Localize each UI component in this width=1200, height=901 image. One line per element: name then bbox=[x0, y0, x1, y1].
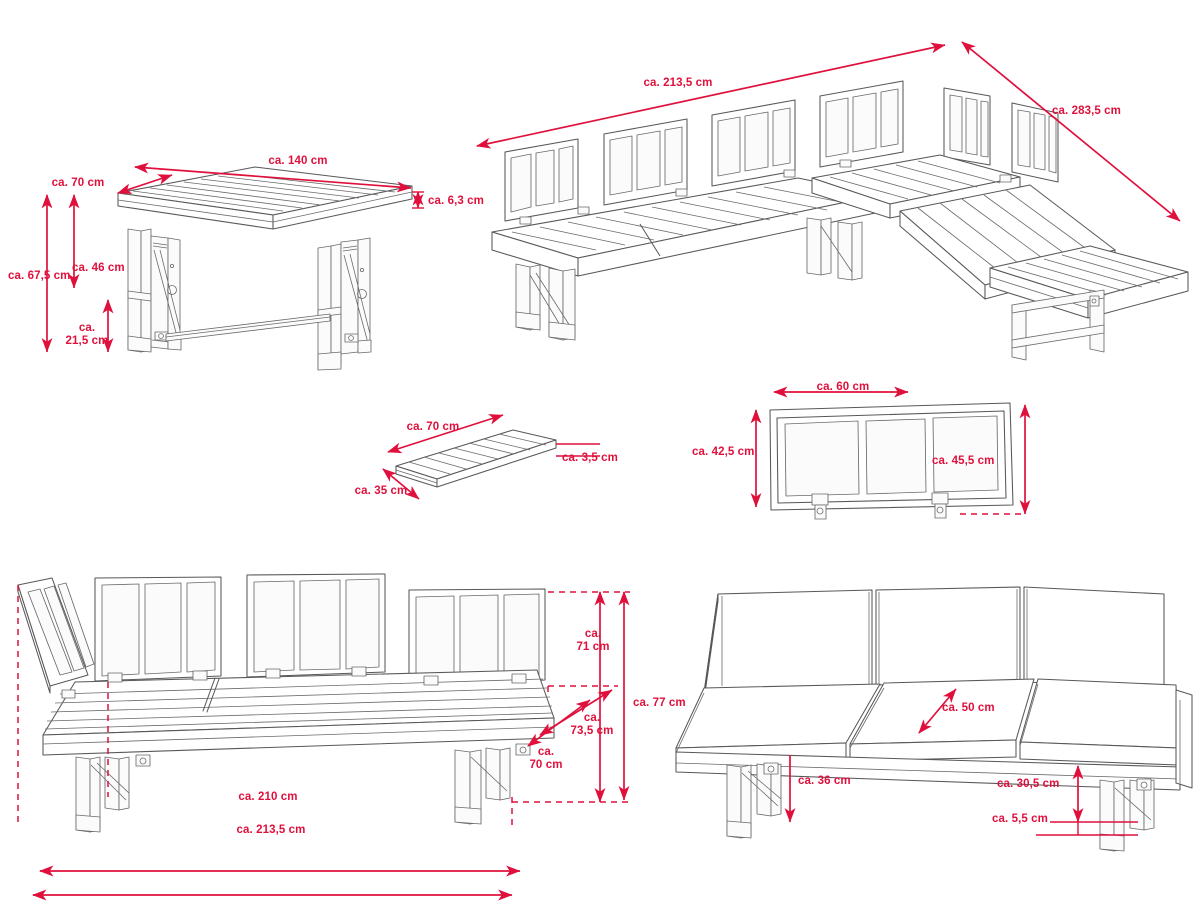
label-sofa-total-length: ca. 213,5 cm bbox=[236, 824, 306, 836]
label-table-thickness: ca. 6,3 cm bbox=[428, 195, 484, 207]
label-corner-long: ca. 213,5 cm bbox=[643, 77, 713, 89]
label-pad-length: ca. 70 cm bbox=[406, 421, 460, 433]
cushion-seats bbox=[675, 678, 1179, 767]
dimline-cushion-seat-depth bbox=[918, 688, 957, 734]
view-sofa-frame bbox=[17, 573, 630, 901]
sofa-backrest-left-tilted bbox=[17, 577, 95, 694]
label-table-lower-rail: ca. 21,5 cm bbox=[65, 322, 109, 347]
sofa-dashed-extensions bbox=[17, 585, 630, 826]
dimline-sofa-seat-depth bbox=[527, 699, 591, 747]
view-seat-pad bbox=[382, 414, 600, 500]
sofa-seat-frame bbox=[42, 666, 555, 756]
label-sofa-diag-depth: ca. 73,5 cm bbox=[570, 712, 614, 737]
table-leg-left bbox=[127, 228, 182, 353]
label-table-under-top: ca. 46 cm bbox=[72, 262, 125, 274]
table-leg-right bbox=[317, 237, 372, 371]
label-panel-height-right: ca. 45,5 cm bbox=[932, 455, 995, 467]
label-sofa-total-height: ca. 77 cm bbox=[633, 697, 686, 709]
label-pad-width: ca. 35 cm bbox=[354, 485, 408, 497]
cushion-backrests bbox=[703, 586, 1165, 701]
label-cushion-ground-clear: ca. 5,5 cm bbox=[992, 813, 1048, 825]
sofa-legs bbox=[75, 743, 531, 833]
cushioned-sofa-frame bbox=[675, 689, 1193, 791]
view-coffee-table bbox=[41, 162, 424, 371]
view-back-panel bbox=[750, 386, 1031, 520]
view-sofa-cushioned bbox=[675, 586, 1193, 852]
label-panel-width: ca. 60 cm bbox=[816, 381, 870, 393]
label-corner-short: ca. 283,5 cm bbox=[1052, 105, 1121, 117]
corner-sofa-chaise bbox=[989, 245, 1189, 319]
label-pad-thickness: ca. 3,5 cm bbox=[562, 452, 618, 464]
dimline-pad-width bbox=[382, 468, 420, 500]
dimline-corner-short bbox=[961, 41, 1181, 222]
view-corner-sofa bbox=[476, 41, 1189, 361]
label-table-depth: ca. 70 cm bbox=[51, 177, 105, 189]
label-table-total-height: ca. 67,5 cm bbox=[8, 270, 71, 282]
dimline-pad-length bbox=[387, 414, 504, 454]
dimline-table-width bbox=[133, 162, 412, 193]
cushioned-sofa-legs bbox=[726, 762, 1155, 852]
label-cushion-seat-depth: ca. 50 cm bbox=[942, 702, 995, 714]
label-sofa-seat-depth: ca. 70 cm bbox=[529, 746, 563, 771]
panel-hinges bbox=[811, 492, 949, 520]
label-cushion-seat-height: ca. 36 cm bbox=[798, 775, 851, 787]
dimline-table-depth bbox=[117, 174, 173, 194]
label-panel-height-left: ca. 42,5 cm bbox=[692, 446, 755, 458]
label-sofa-back-height: ca. 71 cm bbox=[576, 628, 610, 653]
sofa-backrests bbox=[94, 573, 546, 688]
dimline-corner-long bbox=[476, 42, 946, 149]
label-table-width: ca. 140 cm bbox=[268, 155, 328, 167]
corner-sofa-legs bbox=[515, 217, 1105, 361]
table-stretcher bbox=[165, 313, 331, 342]
label-sofa-seat-length: ca. 210 cm bbox=[238, 791, 298, 803]
label-cushion-frame-height: ca. 30,5 cm bbox=[997, 778, 1060, 790]
